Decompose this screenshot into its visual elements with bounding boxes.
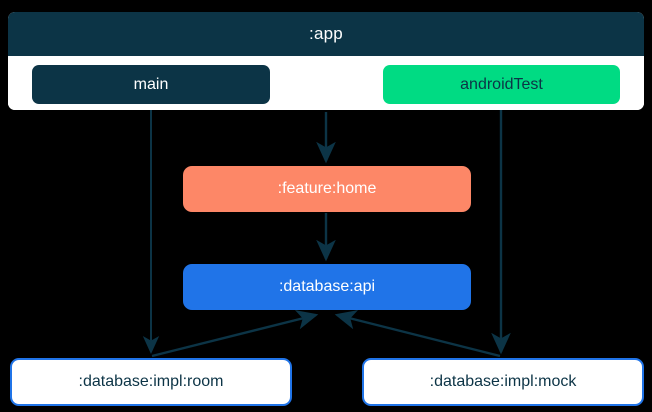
node-feature-home[interactable]: :feature:home	[183, 166, 471, 212]
node-main[interactable]: main	[32, 65, 270, 104]
edge-impl-mock-to-database-api	[334, 310, 501, 358]
node-androidtest-label: androidTest	[460, 75, 543, 93]
node-database-impl-room[interactable]: :database:impl:room	[10, 358, 292, 406]
node-feature-home-label: :feature:home	[277, 180, 377, 197]
cluster-app-title: :app	[8, 12, 644, 56]
cluster-app-label: :app	[309, 24, 343, 43]
node-database-impl-mock-label: :database:impl:mock	[429, 373, 577, 390]
node-main-label: main	[133, 75, 169, 93]
edge-impl-room-to-database-api	[151, 310, 319, 358]
node-database-api-label: :database:api	[278, 278, 376, 295]
node-androidtest[interactable]: androidTest	[383, 65, 620, 104]
node-database-api[interactable]: :database:api	[183, 264, 471, 310]
node-database-impl-mock[interactable]: :database:impl:mock	[362, 358, 644, 406]
node-database-impl-room-label: :database:impl:room	[78, 373, 224, 390]
